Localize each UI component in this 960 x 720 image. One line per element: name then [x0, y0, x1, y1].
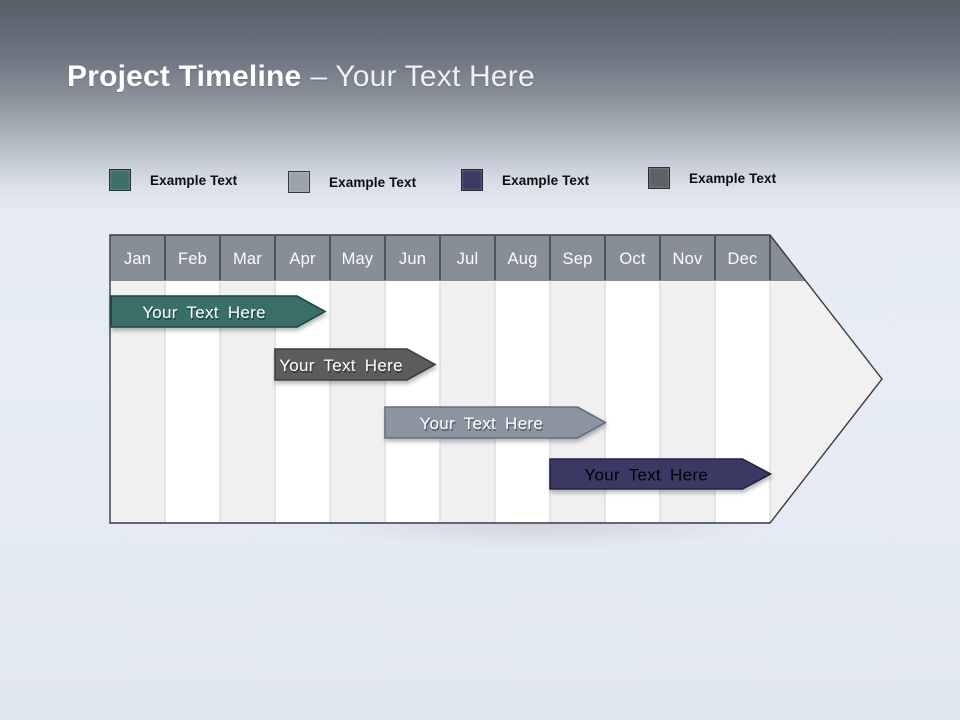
bar-label: Your Text Here — [584, 466, 708, 485]
month-header-band — [110, 235, 806, 281]
legend-swatch — [648, 167, 670, 189]
page-title: Project Timeline– Your Text Here — [67, 60, 535, 94]
bar-label: Your Text Here — [142, 303, 266, 322]
legend-swatch — [109, 169, 131, 191]
month-label: Dec — [728, 250, 758, 268]
legend-swatch — [288, 171, 310, 193]
month-label: Jan — [124, 250, 151, 268]
month-label: Sep — [563, 250, 593, 268]
legend-item[interactable]: Example Text — [648, 167, 776, 189]
month-label: Aug — [508, 250, 538, 268]
title-bold-text: Project Timeline — [67, 60, 302, 93]
bar-label: Your Text Here — [279, 356, 403, 375]
month-label: May — [342, 250, 374, 268]
month-label: Oct — [619, 250, 645, 268]
legend-label: Example Text — [150, 172, 238, 188]
month-label: Nov — [673, 250, 703, 268]
month-label: Jul — [457, 250, 479, 268]
bar-label-shadow: Your Text Here — [143, 305, 267, 324]
column-stripe — [440, 281, 495, 523]
month-label: Feb — [178, 250, 207, 268]
timeline-bar-shape[interactable] — [384, 406, 608, 439]
month-label: Apr — [289, 250, 316, 268]
bar-label-shadow: Your Text Here — [280, 358, 404, 377]
timeline-bar-shape[interactable] — [274, 348, 437, 381]
timeline-bar-shape[interactable] — [110, 295, 327, 328]
legend-label: Example Text — [329, 174, 417, 190]
legend-label: Example Text — [502, 172, 590, 188]
month-label: Jun — [399, 250, 426, 268]
title-regular-text: – Your Text Here — [310, 60, 535, 93]
arrow-outline — [109, 234, 883, 524]
bar-label: Your Text Here — [419, 414, 543, 433]
legend-item[interactable]: Example Text — [461, 169, 589, 191]
timeline-bar-shape[interactable] — [549, 458, 773, 490]
legend-label: Example Text — [689, 170, 777, 186]
timeline-bar[interactable]: Your Text Here — [549, 458, 773, 490]
timeline-chart: Jan Feb Mar Apr May Jun Jul Aug Sep Oct Nov DecYour… — [109, 234, 883, 524]
legend-swatch — [461, 169, 483, 191]
column-stripe — [330, 281, 385, 523]
legend-item[interactable]: Example Text — [109, 169, 237, 191]
legend-item[interactable]: Example Text — [288, 171, 416, 193]
bar-label-shadow: Your Text Here — [420, 416, 544, 435]
month-label: Mar — [233, 250, 262, 268]
